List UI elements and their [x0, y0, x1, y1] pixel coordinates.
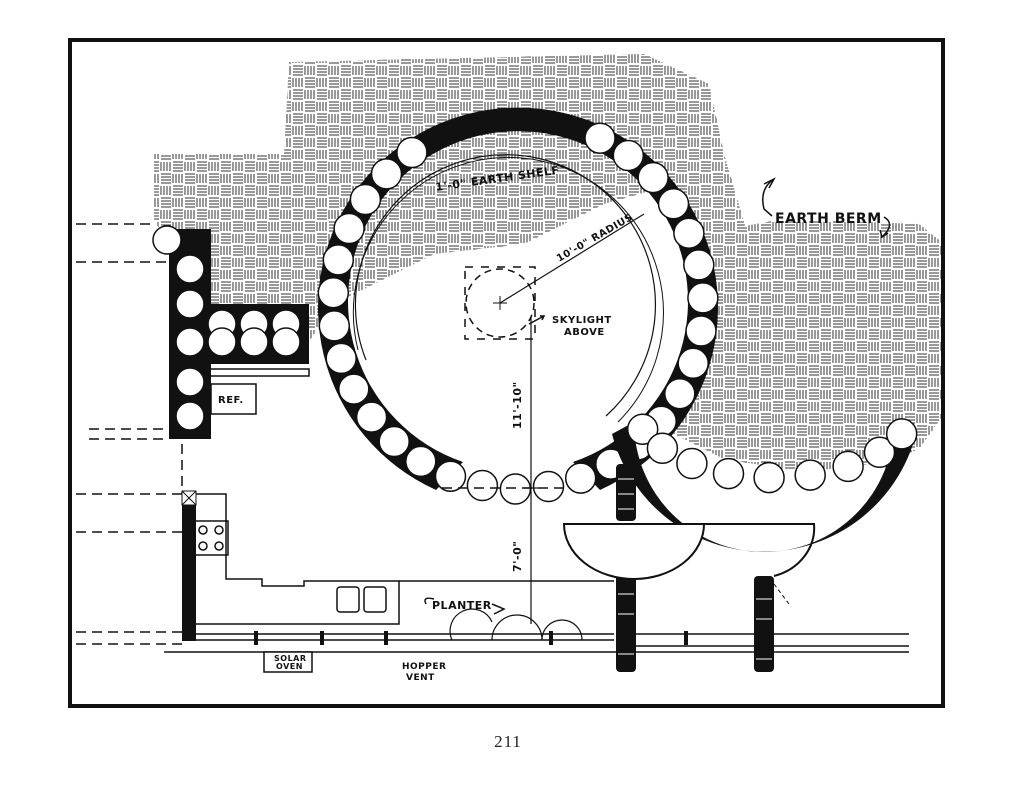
tire-circle [355, 401, 388, 433]
tire-circle [584, 122, 616, 154]
refrigerator-label: REF. [218, 395, 244, 406]
stove [193, 520, 229, 556]
kitchen-counters [164, 368, 909, 653]
planter-arcs [449, 608, 583, 641]
tire-circle [687, 282, 719, 314]
bottle-column-marks [618, 478, 772, 660]
tire-circles-east-wall [626, 413, 918, 494]
dashed-exterior-lines [76, 223, 564, 645]
floor-plan-frame: 1'-0" EARTH SHELF 10'-0" RADIUS SKYLIGHT… [68, 38, 945, 708]
skylight-above-label: ABOVE [564, 327, 605, 338]
tire-circle [338, 373, 370, 405]
tire-circle [396, 136, 428, 169]
solar-label: SOLAR [274, 654, 307, 663]
hopper-label: HOPPER [402, 662, 446, 672]
east-half-tub [704, 523, 816, 577]
dimension-7-0-label: 7'-0" [511, 541, 524, 572]
tire-circle [175, 401, 205, 431]
tire-circle [175, 289, 205, 319]
skylight-label: SKYLIGHT [552, 315, 612, 326]
sink [336, 586, 387, 613]
solar-oven-box [263, 651, 313, 673]
tire-circle [683, 249, 715, 281]
tire-circle [175, 327, 205, 357]
tire-circle [676, 447, 708, 480]
tire-circle [349, 183, 382, 216]
tire-circle [370, 158, 403, 190]
tire-circle [325, 342, 357, 375]
tire-circle [664, 377, 696, 410]
tire-circle [317, 276, 350, 309]
tire-circle [885, 418, 918, 450]
dimension-11-10-label: 11'-10" [511, 381, 524, 429]
tire-circle [152, 225, 182, 255]
tire-circle [175, 367, 205, 397]
earth-berm-hatch-east [654, 219, 941, 472]
tire-circle [685, 315, 717, 347]
tire-circle [637, 161, 669, 194]
tire-circle [434, 460, 467, 492]
tire-circle [612, 139, 645, 172]
tire-circle [657, 188, 690, 220]
floor-plan-drawing: 1'-0" EARTH SHELF 10'-0" RADIUS SKYLIGHT… [76, 54, 941, 683]
oven-label: OVEN [276, 662, 303, 671]
tire-circle [863, 436, 896, 469]
tire-circle [378, 425, 410, 458]
window-mullions [254, 631, 688, 645]
tire-circle [175, 254, 205, 284]
tire-circles-west-wall [152, 225, 301, 431]
tire-circle [239, 327, 269, 357]
vent-label: VENT [406, 673, 435, 683]
page-number: 211 [494, 732, 522, 751]
tire-circle [271, 327, 301, 357]
skylight-outline [464, 266, 536, 340]
earth-berm-hatch-mid [644, 154, 749, 244]
tire-circle [564, 462, 597, 494]
tire-circle [646, 432, 679, 465]
radius-line [499, 213, 645, 304]
tire-circle [207, 327, 237, 357]
tire-circle [333, 212, 365, 245]
label-arrows [424, 177, 891, 615]
tire-circle [318, 310, 351, 342]
tire-circle [794, 459, 826, 491]
tire-circle [405, 445, 437, 478]
half-circle-tub [562, 523, 706, 580]
earth-shelf-line-inner [352, 156, 664, 423]
tire-circle [322, 244, 355, 276]
kitchen-west-wall [182, 491, 196, 641]
tire-circle [466, 469, 499, 502]
tire-circle [753, 461, 785, 494]
tire-circle [532, 470, 565, 503]
tire-circle [677, 347, 709, 380]
tire-circle [712, 457, 745, 490]
earth-berm-label: EARTH BERM [775, 211, 882, 227]
tire-circles-main-room [317, 122, 719, 505]
door-swing [773, 583, 790, 605]
tire-circle [499, 473, 532, 505]
planter-label: PLANTER [432, 599, 492, 612]
bottle-columns [616, 464, 774, 672]
tire-circle [626, 413, 659, 445]
tire-circle [673, 217, 705, 249]
tire-circle [832, 450, 864, 483]
